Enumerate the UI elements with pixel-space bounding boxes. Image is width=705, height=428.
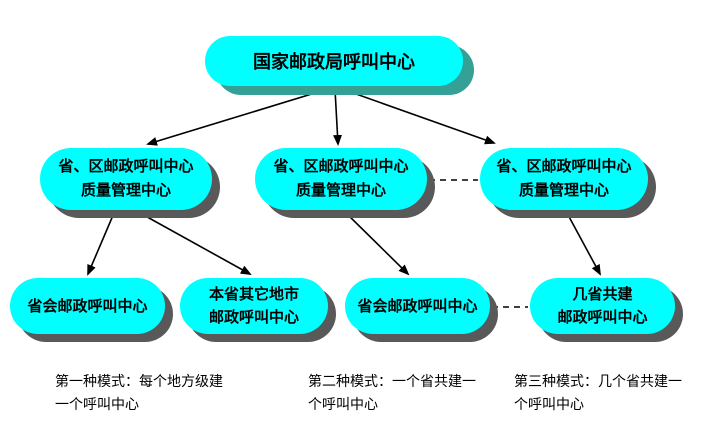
node-label-line1: 省、区邮政呼叫中心 <box>58 158 194 175</box>
node-province-quality-center-3: 省、区邮政呼叫中心 质量管理中心 <box>480 148 648 210</box>
arrow-right-to-shared <box>566 212 601 276</box>
caption-line2: 个呼叫中心 <box>308 396 378 412</box>
node-label-line1: 省会邮政呼叫中心 <box>27 297 148 315</box>
node-label-line1: 几省共建 <box>572 286 633 303</box>
caption-mode-1: 第一种模式：每个地方级建 一个呼叫中心 <box>55 370 223 416</box>
arrow-root-to-middle <box>333 88 343 146</box>
caption-mode-3: 第三种模式：几个省共建一 个呼叫中心 <box>514 370 682 416</box>
caption-line1: 第三种模式：几个省共建一 <box>514 373 682 389</box>
caption-line2: 个呼叫中心 <box>514 396 584 412</box>
caption-line1: 第二种模式：一个省共建一 <box>308 373 476 389</box>
caption-line2: 一个呼叫中心 <box>55 396 139 412</box>
node-label-line1: 省、区邮政呼叫中心 <box>273 158 409 175</box>
arrow-root-to-right <box>341 88 496 145</box>
node-label-line2: 质量管理中心 <box>80 182 171 199</box>
node-province-quality-center-1: 省、区邮政呼叫中心 质量管理中心 <box>40 148 212 210</box>
node-label-line2: 邮政呼叫中心 <box>557 309 648 326</box>
node-capital-call-center-2: 省会邮政呼叫中心 <box>345 278 490 334</box>
caption-mode-2: 第二种模式：一个省共建一 个呼叫中心 <box>308 370 476 416</box>
arrow-root-to-left <box>146 88 329 146</box>
node-province-quality-center-2: 省、区邮政呼叫中心 质量管理中心 <box>255 148 427 210</box>
node-label-line2: 质量管理中心 <box>295 182 386 199</box>
node-capital-call-center-1: 省会邮政呼叫中心 <box>10 278 165 334</box>
arrow-middle-to-capital <box>345 212 410 276</box>
arrow-left-to-othercities <box>139 212 252 275</box>
node-label-line2: 邮政呼叫中心 <box>208 309 299 326</box>
node-label-line1: 本省其它地市 <box>208 286 299 303</box>
node-label-line1: 省会邮政呼叫中心 <box>357 297 478 315</box>
node-multi-province-call-center: 几省共建 邮政呼叫中心 <box>530 278 675 334</box>
node-label-line2: 质量管理中心 <box>518 182 609 199</box>
node-other-cities-call-center: 本省其它地市 邮政呼叫中心 <box>180 278 328 334</box>
caption-line1: 第一种模式：每个地方级建 <box>55 373 223 389</box>
node-label: 国家邮政局呼叫中心 <box>253 52 415 72</box>
node-label-line1: 省、区邮政呼叫中心 <box>496 158 632 175</box>
node-national-postal-call-center: 国家邮政局呼叫中心 <box>205 36 463 86</box>
arrow-left-to-capital <box>87 212 115 276</box>
